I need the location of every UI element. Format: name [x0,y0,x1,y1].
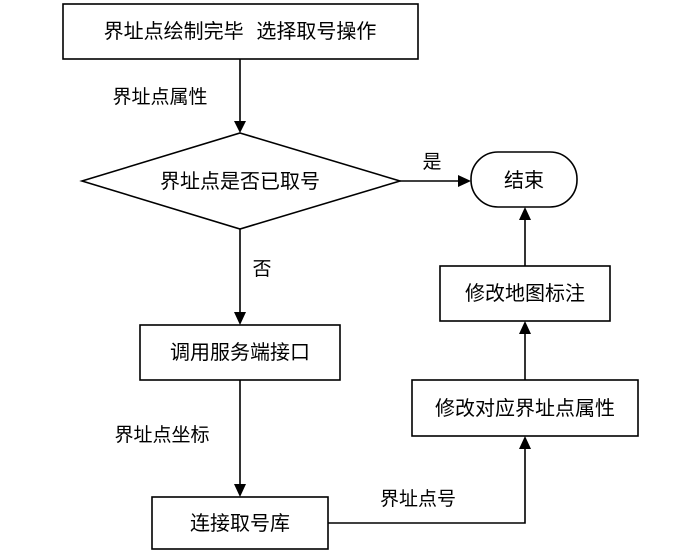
modify-attr-node-label: 修改对应界址点属性 [435,396,615,420]
edge-decision-yes: 是 [400,151,471,187]
arrow-head [234,484,246,497]
edge-start-to-decision: 界址点属性 [112,59,246,133]
start-node: 界址点绘制完毕 选择取号操作 [62,3,419,60]
edge-modify-map-to-end [519,207,531,266]
arrow-head [234,121,246,133]
arrow-head [519,436,531,449]
modify-map-node-label: 修改地图标注 [465,281,585,305]
connect-db-node: 连接取号库 [151,496,329,550]
edge-decision-no: 否 [234,229,272,325]
edge-label-yes: 是 [422,151,441,173]
connect-db-node-label: 连接取号库 [190,511,290,535]
call-api-node-label: 调用服务端接口 [170,340,310,364]
arrow-head [458,175,471,187]
decision-node-label: 界址点是否已取号 [160,169,320,193]
edge-label-boundary-number: 界址点号 [380,488,456,510]
modify-attr-node: 修改对应界址点属性 [411,379,639,437]
arrow-head [519,321,531,334]
edge-label-boundary-attr: 界址点属性 [112,86,207,108]
arrow-head [234,312,246,325]
arrow-head [519,207,531,220]
edge-label-no: 否 [252,258,271,280]
end-node: 结束 [470,151,578,208]
edge-connect-to-modify-attr: 界址点号 [328,436,531,524]
edge-call-to-connect: 界址点坐标 [114,380,246,497]
call-api-node: 调用服务端接口 [139,324,341,381]
start-node-label: 界址点绘制完毕 选择取号操作 [104,19,377,43]
decision-node: 界址点是否已取号 [79,132,403,230]
modify-map-node: 修改地图标注 [439,265,611,322]
end-node-label: 结束 [504,168,544,192]
edge-label-boundary-coords: 界址点坐标 [114,424,209,446]
edge-modify-attr-to-map [519,321,531,380]
